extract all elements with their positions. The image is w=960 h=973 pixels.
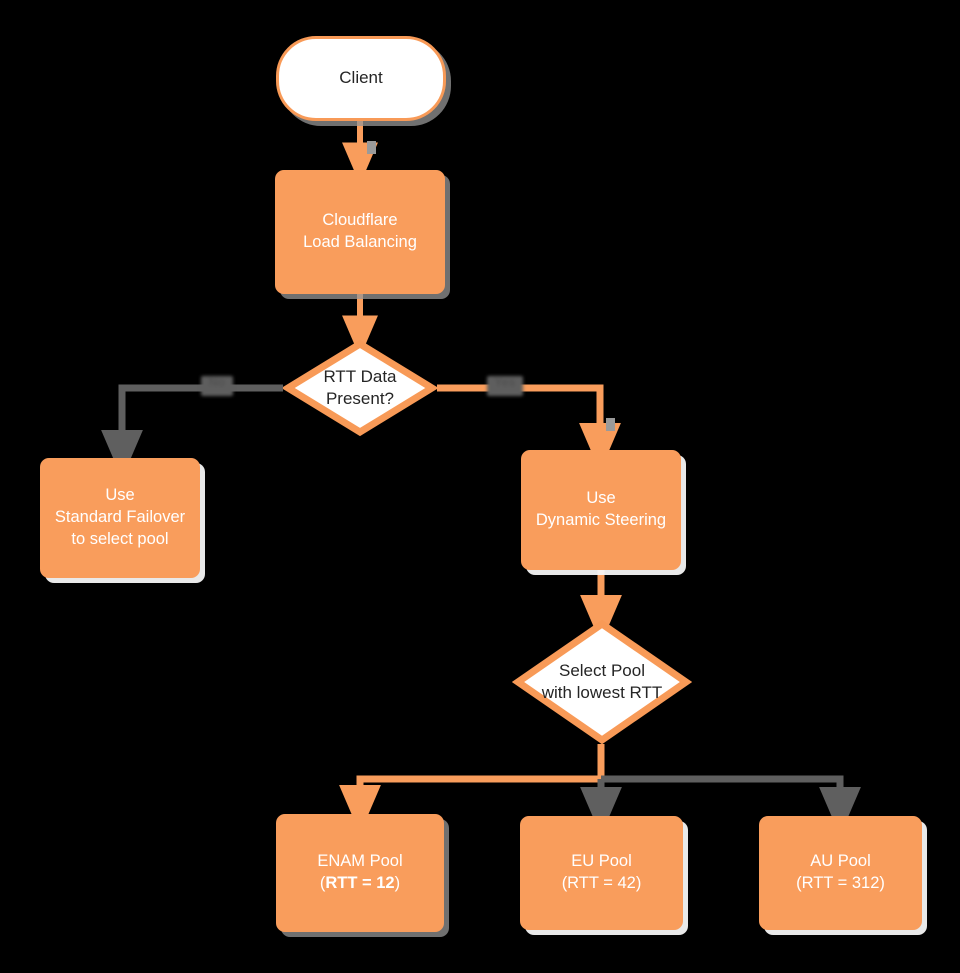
- node-client[interactable]: Client: [276, 36, 446, 121]
- node-dynamic-steering-label: Use Dynamic Steering: [535, 489, 667, 529]
- enam-paren-open: (: [319, 874, 326, 892]
- node-standard-failover[interactable]: Use Standard Failover to select pool: [40, 458, 200, 578]
- enam-paren-close: ): [394, 874, 401, 892]
- node-au-pool-rtt: (RTT = 312): [796, 874, 885, 892]
- node-eu-pool-rtt: (RTT = 42): [561, 874, 642, 892]
- node-rtt-data-present-label: RTT Data Present?: [323, 366, 397, 408]
- node-au-pool-label: AU Pool: [810, 852, 871, 871]
- node-rtt-data-present[interactable]: RTT Data Present?: [283, 336, 437, 440]
- node-enam-pool-rtt: (RTT = 12): [320, 873, 400, 895]
- diamond-shape: [512, 619, 692, 745]
- edge-select-to-au: [601, 775, 861, 836]
- node-cloudflare-load-balancing[interactable]: Cloudflare Load Balancing: [275, 170, 445, 294]
- node-au-pool[interactable]: AU Pool (RTT = 312): [759, 816, 922, 930]
- node-standard-failover-label: Use Standard Failover to select pool: [54, 486, 186, 548]
- node-enam-pool-label: ENAM Pool: [317, 852, 403, 871]
- node-cloudflare-load-balancing-label: Cloudflare Load Balancing: [303, 211, 417, 251]
- node-client-label: Client: [339, 68, 383, 88]
- edge-label-rtt-yes: Yes: [487, 375, 523, 396]
- node-eu-pool[interactable]: EU Pool (RTT = 42): [520, 816, 683, 930]
- edge-rtt-yes: [437, 384, 621, 472]
- enam-rtt-value: RTT = 12: [325, 874, 395, 892]
- node-eu-pool-label: EU Pool: [571, 852, 632, 871]
- node-dynamic-steering[interactable]: Use Dynamic Steering: [521, 450, 681, 570]
- edge-label-rtt-no: No: [201, 375, 233, 396]
- edge-select-to-enam: [339, 744, 605, 834]
- edge-rtt-no: [101, 384, 283, 479]
- node-enam-pool[interactable]: ENAM Pool (RTT = 12): [276, 814, 444, 932]
- diamond-shape: [283, 339, 437, 437]
- node-select-pool[interactable]: Select Pool with lowest RTT: [512, 618, 692, 746]
- node-select-pool-label: Select Pool with lowest RTT: [541, 660, 663, 702]
